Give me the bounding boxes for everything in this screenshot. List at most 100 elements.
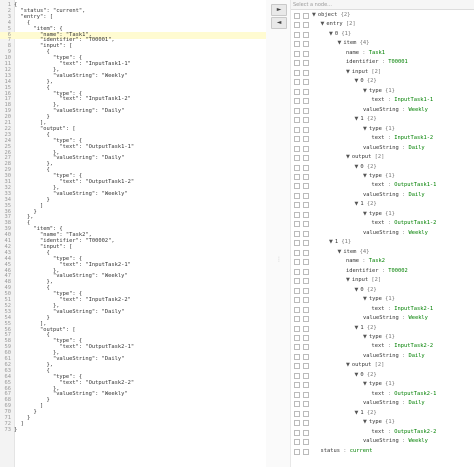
node-search-input[interactable] (293, 1, 469, 8)
tree-node-row[interactable]: text : OutputTask2-2 (291, 428, 474, 437)
tree-node-row[interactable]: valueString : Weekly (291, 314, 474, 323)
context-menu-icon[interactable] (303, 221, 309, 228)
context-menu-icon[interactable] (303, 306, 309, 313)
code-line[interactable]: 29 { (0, 167, 266, 174)
drag-handle-icon[interactable] (294, 50, 300, 57)
drag-handle-icon[interactable] (294, 420, 300, 427)
code-line[interactable]: 47 "valueString": "Weekly" (0, 273, 266, 280)
node-value[interactable]: Daily (408, 400, 425, 407)
drag-handle-icon[interactable] (294, 60, 300, 67)
node-key[interactable]: valueString (363, 438, 399, 445)
tree-node-row[interactable]: ▼output [2] (291, 153, 474, 162)
node-key[interactable]: text (371, 135, 385, 142)
code-line[interactable]: 9 { (0, 49, 266, 56)
code-line[interactable]: 10 "type": { (0, 55, 266, 62)
node-key[interactable]: 1 (360, 324, 364, 331)
tree-node-row[interactable]: ▼type {1} (291, 172, 474, 181)
node-key[interactable]: input (351, 277, 369, 284)
tree-node-row[interactable]: ▼type {1} (291, 380, 474, 389)
drag-handle-icon[interactable] (294, 372, 300, 379)
code-line[interactable]: 7 "identifier": "T00001", (0, 37, 266, 44)
context-menu-icon[interactable] (303, 117, 309, 124)
splitter-grip-icon[interactable]: ⋮ (276, 256, 282, 263)
code-line[interactable]: 23 { (0, 132, 266, 139)
context-menu-icon[interactable] (303, 363, 309, 370)
drag-handle-icon[interactable] (294, 13, 300, 19)
tree-node-row[interactable]: text : OutputTask1-1 (291, 181, 474, 190)
code-line[interactable]: 21 ], (0, 120, 266, 127)
drag-handle-icon[interactable] (294, 88, 300, 95)
node-key[interactable]: input (351, 68, 369, 75)
code-line[interactable]: 61 "valueString": "Daily" (0, 356, 266, 363)
code-line[interactable]: 19 "valueString": "Daily" (0, 108, 266, 115)
expand-toggle-icon[interactable]: ▼ (354, 286, 359, 293)
code-line[interactable]: 55 ], (0, 321, 266, 328)
code-line[interactable]: 65 "text": "OutputTask2-2" (0, 380, 266, 387)
node-key[interactable]: 1 (360, 201, 364, 208)
code-line[interactable]: 73} (0, 427, 266, 434)
node-key[interactable]: identifier (346, 267, 379, 274)
context-menu-icon[interactable] (303, 202, 309, 209)
code-line[interactable]: 36 } (0, 209, 266, 216)
tree-node-row[interactable]: name : Task1 (291, 49, 474, 58)
tree-node-row[interactable]: ▼1 {1} (291, 238, 474, 247)
context-menu-icon[interactable] (303, 420, 309, 427)
drag-handle-icon[interactable] (294, 344, 300, 351)
context-menu-icon[interactable] (303, 126, 309, 133)
context-menu-icon[interactable] (303, 230, 309, 237)
node-key[interactable]: 1 (360, 116, 364, 123)
context-menu-icon[interactable] (303, 325, 309, 332)
code-line[interactable]: 26 }, (0, 150, 266, 157)
context-menu-icon[interactable] (303, 192, 309, 199)
tree-node-row[interactable]: valueString : Daily (291, 191, 474, 200)
drag-handle-icon[interactable] (294, 211, 300, 218)
node-value[interactable]: T00002 (388, 267, 408, 274)
code-line[interactable]: 59 "text": "OutputTask2-1" (0, 344, 266, 351)
tree-node-row[interactable]: text : InputTask2-2 (291, 342, 474, 351)
tree-node-row[interactable]: valueString : Daily (291, 352, 474, 361)
tree-node-row[interactable]: text : OutputTask1-2 (291, 219, 474, 228)
code-line[interactable]: 50 "type": { (0, 291, 266, 298)
node-value[interactable]: OutputTask2-1 (394, 390, 437, 397)
drag-handle-icon[interactable] (294, 240, 300, 247)
code-line[interactable]: 42 "input": [ (0, 244, 266, 251)
node-key[interactable]: type (368, 87, 382, 94)
context-menu-icon[interactable] (303, 353, 309, 360)
node-key[interactable]: 0 (360, 286, 364, 293)
context-menu-icon[interactable] (303, 429, 309, 436)
drag-handle-icon[interactable] (294, 287, 300, 294)
context-menu-icon[interactable] (303, 240, 309, 247)
node-key[interactable]: valueString (363, 106, 399, 113)
node-value[interactable]: Daily (408, 144, 425, 151)
copy-to-tree-button[interactable]: ► (271, 4, 287, 16)
code-line[interactable]: 4 { (0, 20, 266, 27)
expand-toggle-icon[interactable]: ▼ (354, 201, 359, 208)
expand-toggle-icon[interactable]: ▼ (346, 362, 350, 369)
context-menu-icon[interactable] (303, 31, 309, 38)
node-value[interactable]: Task1 (368, 49, 385, 56)
tree-node-row[interactable]: ▼0 {2} (291, 286, 474, 295)
tree-node-row[interactable]: identifier : T00001 (291, 58, 474, 67)
node-key[interactable]: type (368, 125, 382, 132)
code-line[interactable]: 12 }, (0, 67, 266, 74)
context-menu-icon[interactable] (303, 316, 309, 323)
node-key[interactable]: text (371, 305, 385, 312)
expand-toggle-icon[interactable]: ▼ (337, 40, 342, 47)
node-key[interactable]: type (368, 333, 382, 340)
tree-node-row[interactable]: ▼1 {2} (291, 409, 474, 418)
drag-handle-icon[interactable] (294, 325, 300, 332)
node-key[interactable]: 1 (360, 409, 364, 416)
tree-node-row[interactable]: ▼0 {1} (291, 30, 474, 39)
expand-toggle-icon[interactable]: ▼ (363, 381, 367, 388)
node-key[interactable]: type (368, 381, 382, 388)
code-line[interactable]: 37 }, (0, 214, 266, 221)
expand-toggle-icon[interactable]: ▼ (354, 78, 359, 85)
context-menu-icon[interactable] (303, 98, 309, 105)
node-value[interactable]: Weekly (408, 438, 428, 445)
node-key[interactable]: text (371, 343, 385, 350)
drag-handle-icon[interactable] (294, 429, 300, 436)
node-value[interactable]: T00001 (388, 59, 408, 66)
drag-handle-icon[interactable] (294, 173, 300, 180)
node-key[interactable]: text (371, 220, 385, 227)
context-menu-icon[interactable] (303, 69, 309, 76)
